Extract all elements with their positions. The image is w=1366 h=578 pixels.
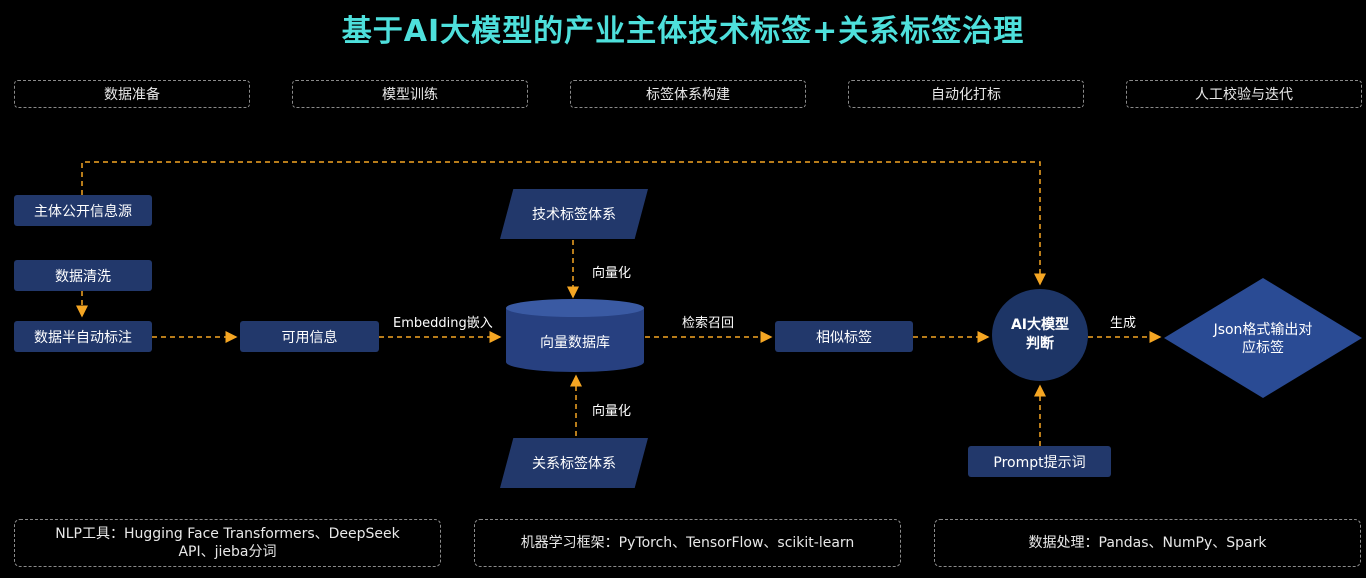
node-usable-info: 可用信息 bbox=[240, 321, 379, 352]
parallelogram-shape bbox=[500, 189, 648, 239]
page-title: 基于AI大模型的产业主体技术标签+关系标签治理 bbox=[341, 14, 1025, 49]
node-similar-tags: 相似标签 bbox=[775, 321, 913, 352]
stage-auto-tagging: 自动化打标 bbox=[848, 80, 1084, 108]
node-ai-judge: AI大模型判断 bbox=[992, 289, 1088, 381]
node-vector-db-cylinder bbox=[506, 299, 644, 372]
label-embedding: Embedding嵌入 bbox=[393, 316, 493, 331]
label-vectorize-bottom: 向量化 bbox=[592, 404, 632, 419]
tool-data-processing: 数据处理：Pandas、NumPy、Spark bbox=[934, 519, 1361, 567]
node-relation-tag-system: 关系标签体系 bbox=[500, 438, 648, 488]
node-tech-tag-label: 技术标签体系 bbox=[532, 207, 616, 223]
parallelogram-shape bbox=[500, 438, 648, 488]
node-vector-db-label: 向量数据库 bbox=[540, 335, 610, 351]
stage-tag-system: 标签体系构建 bbox=[570, 80, 806, 108]
tool-ml-framework: 机器学习框架：PyTorch、TensorFlow、scikit-learn bbox=[474, 519, 901, 567]
tool-nlp: NLP工具：Hugging Face Transformers、DeepSeek… bbox=[14, 519, 441, 567]
label-vectorize-top: 向量化 bbox=[592, 266, 632, 281]
label-retrieve: 检索召回 bbox=[682, 316, 735, 331]
stage-data-prep: 数据准备 bbox=[14, 80, 250, 108]
node-semi-auto-labeling: 数据半自动标注 bbox=[14, 321, 152, 352]
node-data-cleaning: 数据清洗 bbox=[14, 260, 152, 291]
node-output-label: Json格式输出对应标签 bbox=[1213, 322, 1313, 356]
node-relation-tag-label: 关系标签体系 bbox=[532, 456, 616, 472]
node-prompt: Prompt提示词 bbox=[968, 446, 1111, 477]
node-info-source: 主体公开信息源 bbox=[14, 195, 152, 226]
label-generate: 生成 bbox=[1110, 316, 1137, 331]
stage-manual-review: 人工校验与迭代 bbox=[1126, 80, 1362, 108]
node-tech-tag-system: 技术标签体系 bbox=[500, 189, 648, 239]
stage-model-training: 模型训练 bbox=[292, 80, 528, 108]
node-output-diamond bbox=[1164, 278, 1362, 398]
